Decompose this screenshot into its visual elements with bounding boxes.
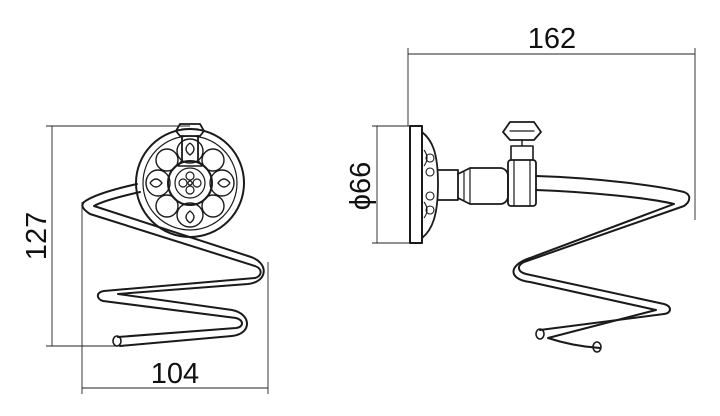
side-wall-plate: [409, 125, 439, 244]
front-bracket: [175, 123, 205, 167]
side-arm: [437, 121, 542, 207]
side-diameter-dimension: ϕ66: [345, 125, 412, 244]
side-length-dimension: 162: [407, 23, 696, 220]
front-height-dimension: 127: [21, 125, 190, 347]
front-width-dimension: 104: [81, 202, 269, 394]
front-height-label: 127: [21, 212, 53, 260]
rosette-plate: [135, 128, 245, 238]
side-length-label: 162: [528, 23, 576, 55]
side-view: 162 ϕ66: [345, 23, 696, 353]
front-wire-spiral: [81, 183, 265, 347]
front-width-label: 104: [151, 358, 199, 390]
side-wire-spiral: [512, 175, 691, 353]
front-view: 127 104: [21, 123, 269, 394]
side-diameter-label: ϕ66: [345, 162, 377, 211]
